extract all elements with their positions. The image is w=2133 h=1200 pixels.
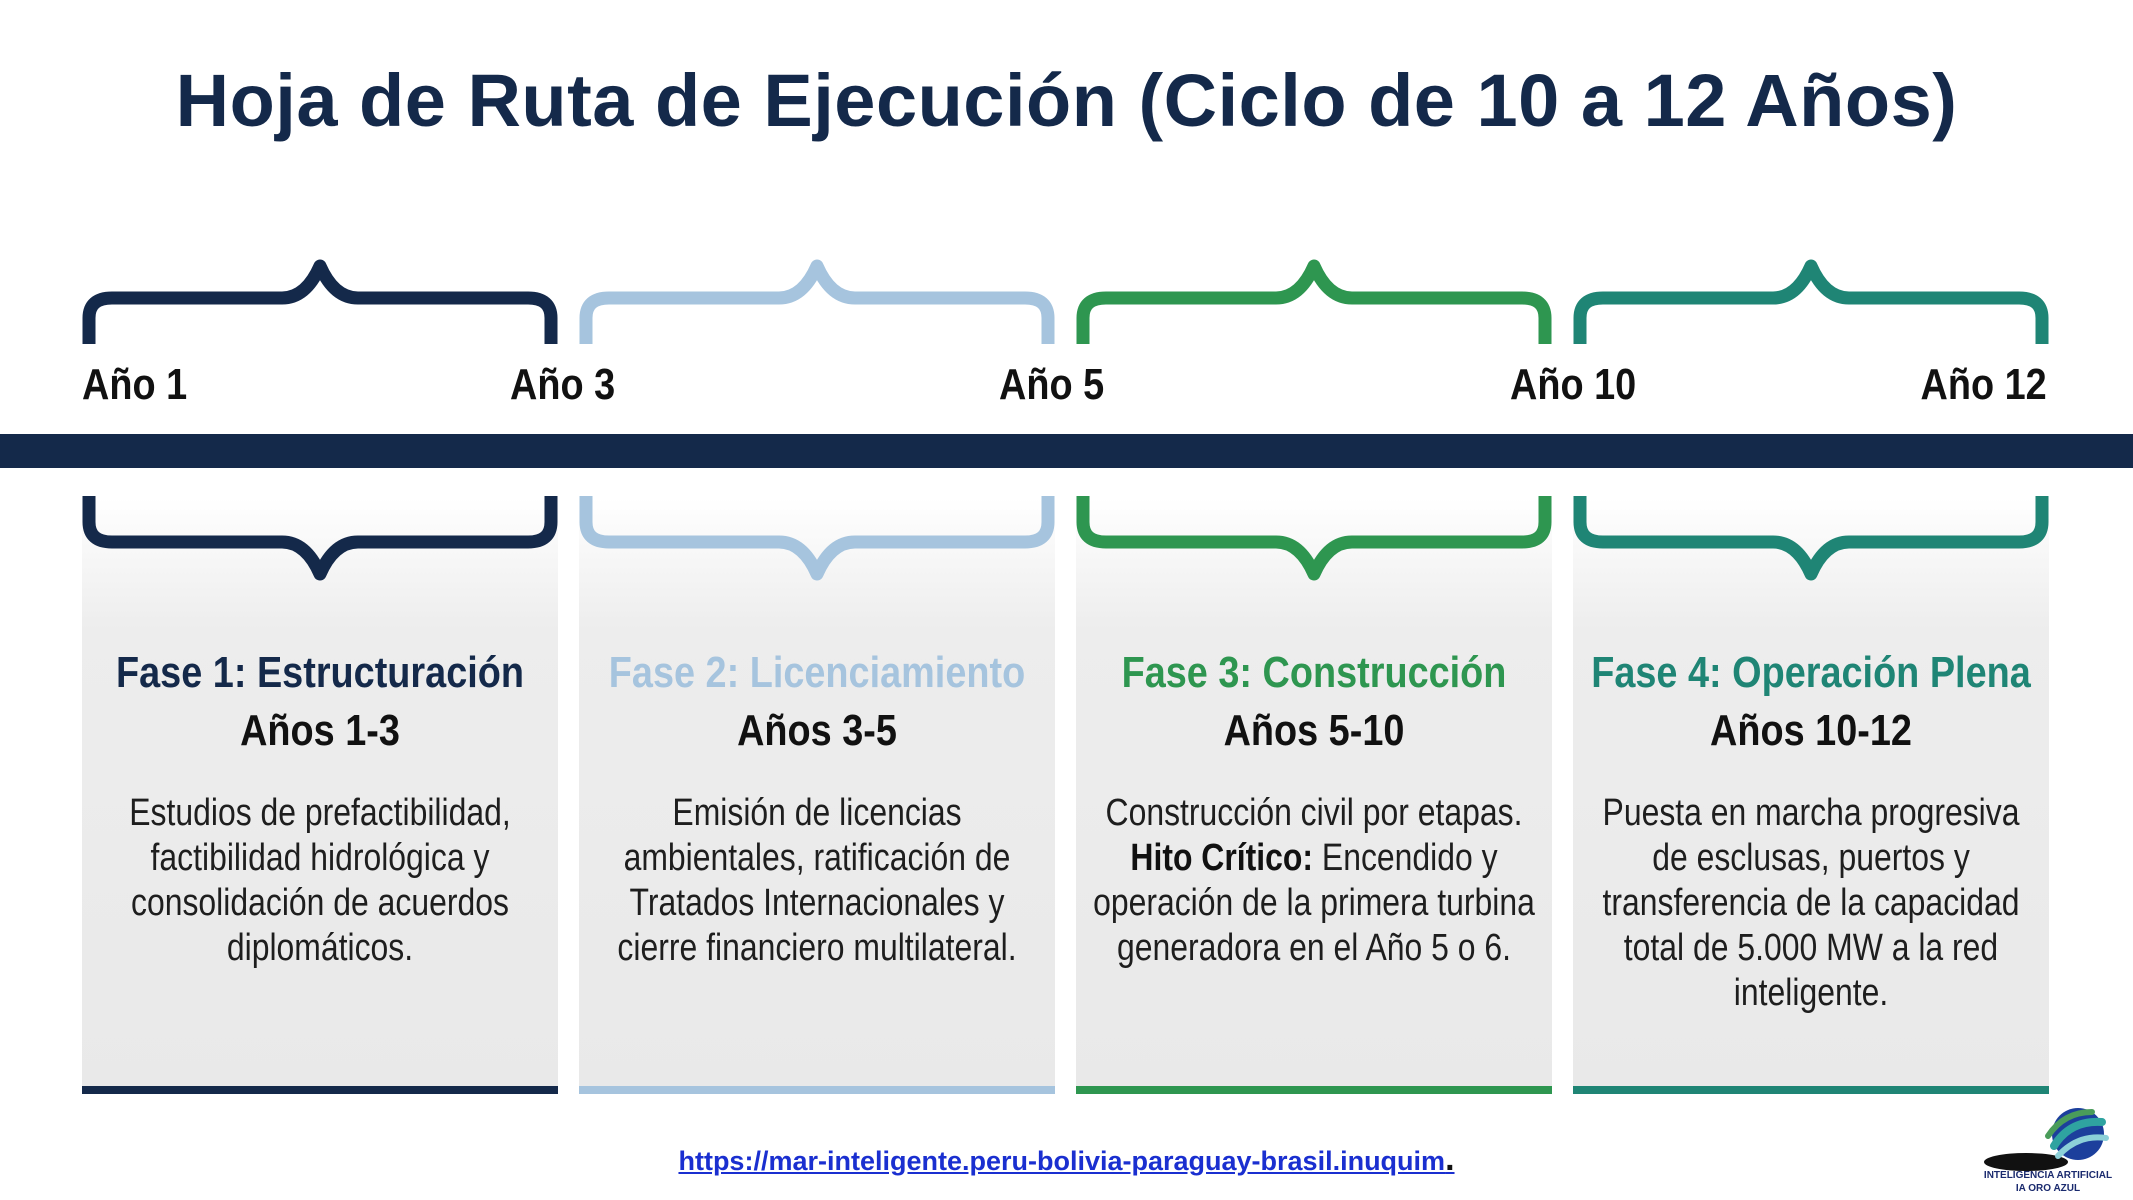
phase-title: Fase 4: Operación Plena xyxy=(1591,648,2031,697)
phase-description-detail: Encendido y operación de la primera turb… xyxy=(1093,837,1535,969)
phase-title: Fase 2: Licenciamiento xyxy=(608,648,1026,697)
phase-description-intro: Construcción civil por etapas. xyxy=(1105,792,1523,834)
phase-title: Fase 1: Estructuración xyxy=(116,648,524,697)
phase-years: Años 1-3 xyxy=(240,706,400,755)
phase-card-border xyxy=(1573,1086,2049,1094)
phase-years: Años 5-10 xyxy=(1223,706,1405,755)
timeline-marker-year-1: Año 1 xyxy=(82,360,188,409)
upper-brace-phase-1 xyxy=(82,259,558,344)
lower-brace-phase-3 xyxy=(1076,496,1552,581)
footer-url-period: . xyxy=(1445,1140,1455,1178)
lower-brace-phase-2 xyxy=(579,496,1055,581)
footer-link[interactable]: https://mar-inteligente.peru-bolivia-par… xyxy=(0,1140,2133,1179)
logo-caption-line-1: INTELIGENCIA ARTIFICIAL xyxy=(1983,1170,2113,1181)
phase-description: Puesta en marcha progresiva de esclusas,… xyxy=(1602,792,2020,1014)
phase-description: Estudios de prefactibilidad, factibilida… xyxy=(129,792,511,969)
ia-oro-azul-logo-icon xyxy=(1984,1108,2109,1171)
phase-card-border xyxy=(1076,1086,1552,1094)
phase-card-2: Fase 2: Licenciamiento Años 3-5 Emisión … xyxy=(579,498,1055,1094)
upper-brace-phase-2 xyxy=(579,259,1055,344)
timeline-marker-year-5: Año 5 xyxy=(999,360,1105,409)
phase-years: Años 3-5 xyxy=(737,706,897,755)
upper-brace-phase-3 xyxy=(1076,259,1552,344)
phase-card-4: Fase 4: Operación Plena Años 10-12 Puest… xyxy=(1573,498,2049,1094)
lower-brace-phase-4 xyxy=(1573,496,2049,581)
phase-card-border xyxy=(579,1086,1055,1094)
phase-description: Construcción civil por etapas. Hito Crít… xyxy=(1089,791,1539,971)
phase-years: Años 10-12 xyxy=(1710,706,1912,755)
phase-card-3: Fase 3: Construcción Años 5-10 Construcc… xyxy=(1076,498,1552,1094)
timeline-marker-year-12: Año 12 xyxy=(1920,360,2047,409)
logo-caption-line-2: IA ORO AZUL xyxy=(2015,1183,2081,1194)
phase-card-1: Fase 1: Estructuración Años 1-3 Estudios… xyxy=(82,498,558,1094)
critical-milestone-label: Hito Crítico: xyxy=(1130,837,1314,879)
phase-card-border xyxy=(82,1086,558,1094)
phase-title: Fase 3: Construcción xyxy=(1121,648,1507,697)
upper-brace-phase-4 xyxy=(1573,259,2049,344)
footer-url[interactable]: https://mar-inteligente.peru-bolivia-par… xyxy=(678,1146,1446,1176)
timeline-bar xyxy=(0,434,2133,468)
lower-brace-phase-1 xyxy=(82,496,558,581)
page-title: Hoja de Ruta de Ejecución (Ciclo de 10 a… xyxy=(175,59,1958,142)
timeline-marker-year-3: Año 3 xyxy=(510,360,616,409)
timeline-marker-year-10: Año 10 xyxy=(1510,360,1637,409)
phase-description: Emisión de licencias ambientales, ratifi… xyxy=(617,792,1017,969)
